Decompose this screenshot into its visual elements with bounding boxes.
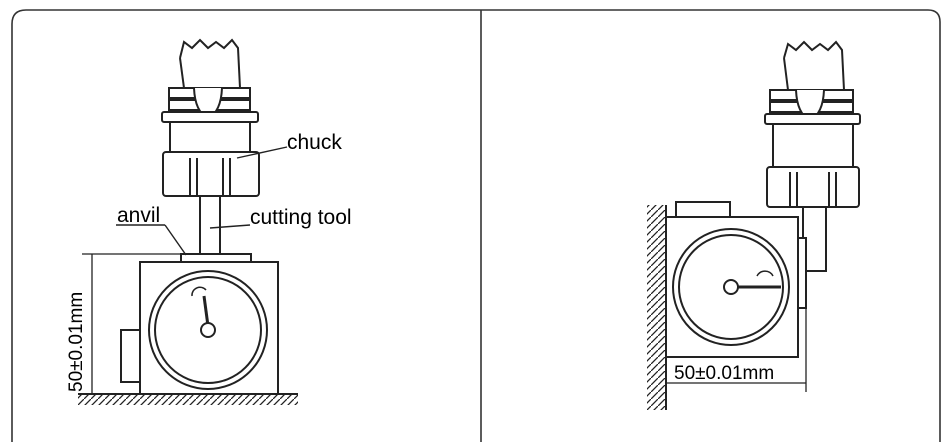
dial-needle xyxy=(202,295,210,327)
dial-center-right xyxy=(723,279,739,295)
spindle-taper-right xyxy=(783,40,845,91)
setter-top-knob xyxy=(675,201,731,219)
mini-gauge xyxy=(191,286,207,297)
chuck-right xyxy=(766,166,860,208)
setter-side-knob xyxy=(120,329,141,383)
spindle-taper xyxy=(179,38,241,89)
cutting-tool-leader xyxy=(209,224,251,229)
left-panel xyxy=(78,38,298,405)
chuck-label: chuck xyxy=(287,131,342,154)
mini-gauge-right xyxy=(756,270,774,277)
tool-holder xyxy=(161,87,259,153)
anvil-label: anvil xyxy=(117,204,160,227)
cutting-tool xyxy=(199,195,221,255)
wall-hatch xyxy=(647,205,665,410)
right-dimension-label: 50±0.01mm xyxy=(674,363,774,384)
cutting-tool-label: cutting tool xyxy=(250,206,352,229)
dial-center xyxy=(200,322,216,338)
dial-inner-right xyxy=(678,234,784,340)
chuck xyxy=(162,151,260,197)
ground-hatch xyxy=(78,395,298,405)
setter-anvil-right xyxy=(797,237,807,309)
figure-frame xyxy=(11,9,941,442)
anvil-leader-diagonal xyxy=(164,224,187,256)
right-panel xyxy=(647,40,861,410)
tool-holder-right xyxy=(764,89,861,168)
left-dimension-label: 50±0.01mm xyxy=(66,292,87,392)
dial-inner xyxy=(154,276,262,384)
setter-anvil xyxy=(180,253,252,263)
chuck-leader xyxy=(236,146,288,159)
